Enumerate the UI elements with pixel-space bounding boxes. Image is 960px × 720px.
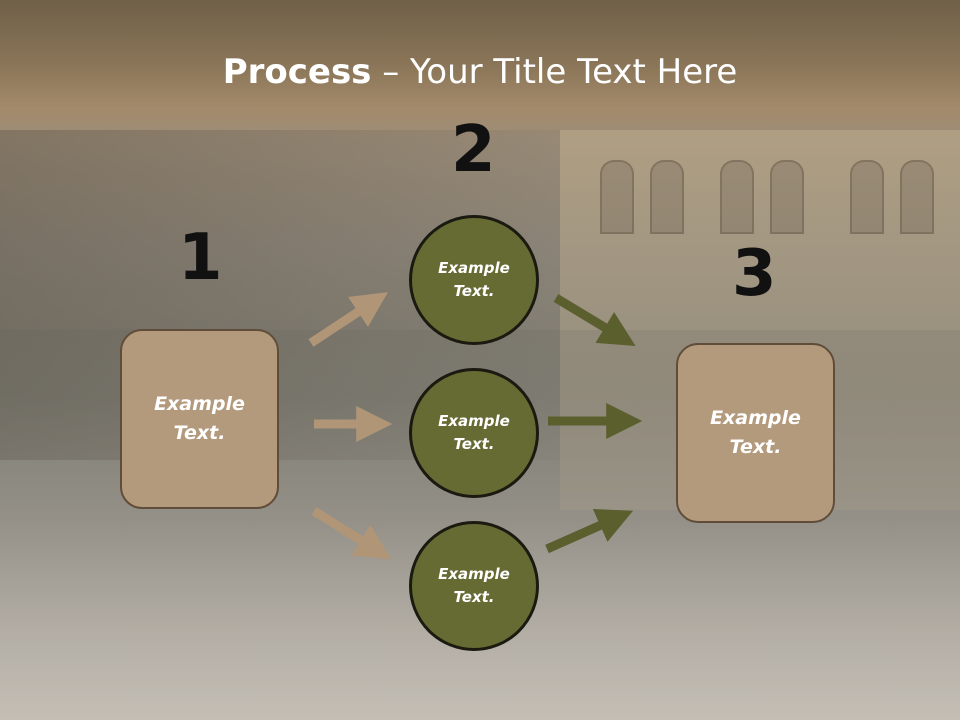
- arrow-top-to-3: [553, 294, 636, 347]
- step-3-number: 3: [732, 237, 777, 311]
- step-3-text: Example Text.: [710, 407, 801, 458]
- step-2-circle-top[interactable]: Example Text.: [409, 215, 539, 345]
- title-bold: Process: [222, 52, 372, 92]
- arrow-1-to-bottom: [311, 507, 392, 560]
- step-1-box[interactable]: Example Text.: [120, 329, 279, 509]
- title-rest: – Your Title Text Here: [371, 52, 738, 92]
- slide-title[interactable]: Process – Your Title Text Here: [0, 52, 960, 92]
- arrow-1-to-top: [308, 292, 389, 347]
- circle-bottom-text: Example Text.: [438, 565, 510, 606]
- circle-top-text: Example Text.: [438, 259, 510, 300]
- step-2-number: 2: [451, 113, 496, 187]
- step-3-box[interactable]: Example Text.: [676, 343, 835, 523]
- step-2-circle-middle[interactable]: Example Text.: [409, 368, 539, 498]
- step-1-number: 1: [178, 221, 223, 295]
- step-2-circle-bottom[interactable]: Example Text.: [409, 521, 539, 651]
- circle-middle-text: Example Text.: [438, 412, 510, 453]
- step-1-text: Example Text.: [154, 393, 245, 444]
- arrow-bottom-to-3: [545, 508, 634, 554]
